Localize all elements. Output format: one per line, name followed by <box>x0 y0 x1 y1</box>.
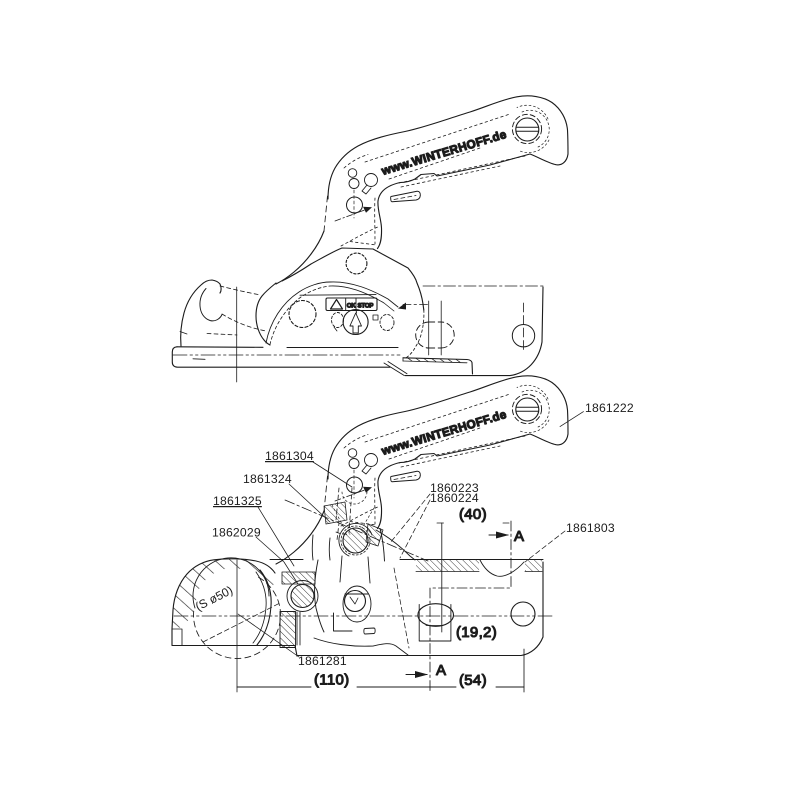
svg-text:1861325: 1861325 <box>213 494 262 508</box>
svg-text:1861222: 1861222 <box>585 401 634 415</box>
svg-text:1861803: 1861803 <box>566 521 615 535</box>
svg-text:1861324: 1861324 <box>243 472 292 486</box>
svg-text:(40): (40) <box>459 506 487 523</box>
svg-text:1862029: 1862029 <box>212 526 261 540</box>
svg-text:(54): (54) <box>459 672 487 689</box>
svg-text:1861281: 1861281 <box>298 654 347 668</box>
svg-text:1860224: 1860224 <box>430 491 479 505</box>
svg-text:1860223: 1860223 <box>430 481 479 495</box>
svg-text:STOP: STOP <box>358 303 374 310</box>
svg-text:(19,2): (19,2) <box>456 624 497 641</box>
svg-text:1861304: 1861304 <box>265 449 314 463</box>
svg-text:A: A <box>514 528 524 545</box>
svg-text:OK: OK <box>347 303 357 310</box>
svg-text:(110): (110) <box>314 672 349 689</box>
svg-text:A: A <box>436 662 446 679</box>
